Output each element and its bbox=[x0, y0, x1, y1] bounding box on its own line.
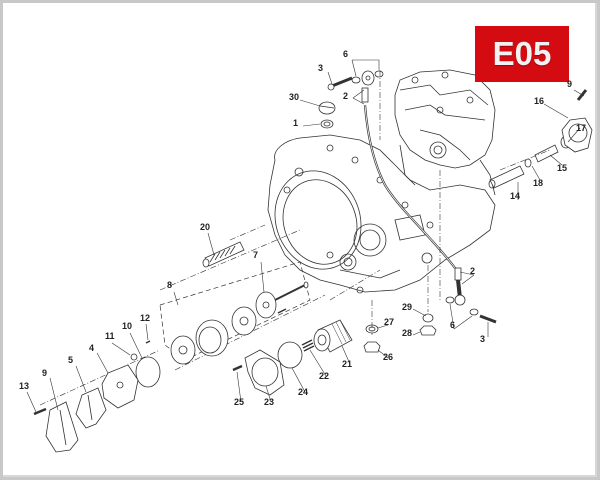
part-callout-14: 14 bbox=[510, 191, 521, 201]
part-callout-9: 9 bbox=[42, 368, 48, 378]
part-callout-1: 1 bbox=[293, 118, 299, 128]
part-callout-22: 22 bbox=[319, 371, 330, 381]
part-callout-11: 11 bbox=[105, 331, 115, 341]
part-callout-13: 13 bbox=[19, 381, 30, 391]
part-callout-8: 8 bbox=[167, 280, 173, 290]
engine-crankcase-icon bbox=[267, 134, 496, 294]
part-callout-2: 2 bbox=[470, 266, 476, 276]
section-code-badge: E05 bbox=[475, 26, 569, 82]
part-callout-29: 29 bbox=[402, 302, 413, 312]
part-callout-6: 6 bbox=[343, 49, 349, 59]
drain-bolt-icon bbox=[363, 313, 437, 353]
washer-icon bbox=[130, 353, 138, 361]
oil-filter-parts-icon bbox=[232, 319, 353, 396]
part-callout-9: 9 bbox=[567, 79, 573, 89]
part-callout-27: 27 bbox=[384, 317, 395, 327]
part-callout-2: 2 bbox=[343, 91, 349, 101]
part-callout-12: 12 bbox=[140, 313, 151, 323]
part-callout-10: 10 bbox=[122, 321, 133, 331]
section-code: E05 bbox=[492, 35, 552, 72]
part-callout-7: 7 bbox=[253, 250, 259, 260]
part-callout-28: 28 bbox=[402, 328, 413, 338]
part-callout-24: 24 bbox=[298, 387, 309, 397]
o-ring-icon bbox=[135, 356, 161, 388]
part-callout-17: 17 bbox=[576, 123, 587, 133]
oil-pump-rotors-icon bbox=[170, 281, 309, 365]
banjo-fitting-bottom-icon bbox=[445, 267, 497, 324]
part-callout-23: 23 bbox=[264, 397, 275, 407]
oil-strainer-icon bbox=[202, 241, 245, 268]
part-callout-6: 6 bbox=[450, 320, 456, 330]
part-callout-21: 21 bbox=[342, 359, 353, 369]
part-callout-18: 18 bbox=[533, 178, 544, 188]
part-callout-3: 3 bbox=[318, 63, 324, 73]
part-callout-25: 25 bbox=[234, 397, 245, 407]
part-callout-30: 30 bbox=[289, 92, 300, 102]
oil-pipe-fittings-icon bbox=[488, 89, 593, 189]
pump-cover-plates-icon bbox=[33, 364, 139, 453]
part-callout-3: 3 bbox=[480, 334, 486, 344]
part-callout-15: 15 bbox=[557, 163, 568, 173]
part-callout-26: 26 bbox=[383, 352, 394, 362]
banjo-fitting-top-icon bbox=[327, 70, 384, 103]
part-callout-5: 5 bbox=[68, 355, 74, 365]
part-callout-20: 20 bbox=[200, 222, 211, 232]
pin-icon bbox=[145, 340, 151, 344]
cylinder-head-icon bbox=[394, 69, 496, 196]
part-callout-4: 4 bbox=[89, 343, 95, 353]
part-callout-16: 16 bbox=[534, 96, 545, 106]
oil-filler-cap-icon bbox=[318, 101, 336, 129]
